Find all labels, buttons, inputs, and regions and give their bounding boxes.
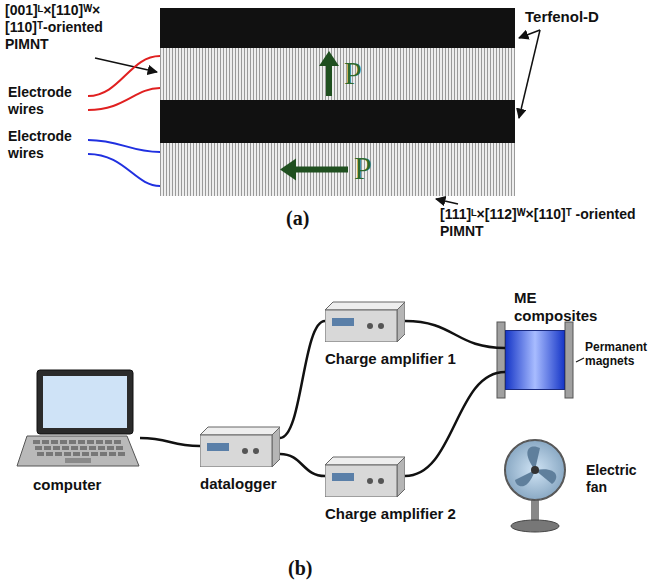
wire-label: Electrode wires xyxy=(8,128,86,162)
leader-line xyxy=(519,30,540,118)
orientation-label: [111]ᴸ×[112]ᵂ×[110]ᵀ -oriented PIMNT xyxy=(440,206,646,240)
amplifier-box: Charge amplifier 1 xyxy=(325,300,405,342)
electrode-wire xyxy=(88,88,160,110)
terfenol-layer xyxy=(160,8,515,48)
pimnt-layer: P xyxy=(160,48,515,100)
device-label: Charge amplifier 1 xyxy=(325,350,456,368)
panel-label: (a) xyxy=(286,206,346,230)
pimnt-layer: P xyxy=(160,143,515,196)
device-label: datalogger xyxy=(200,475,277,493)
electrode-wire xyxy=(88,140,160,152)
panel-label: (b) xyxy=(288,556,348,580)
composite-sample: ME composites xyxy=(505,330,565,390)
device-drawing xyxy=(325,455,405,497)
permanent-magnet xyxy=(497,322,505,398)
cable xyxy=(280,454,325,476)
device-label: ME composites xyxy=(514,289,604,325)
cable xyxy=(280,321,325,438)
part-label: Terfenol-D xyxy=(525,8,635,26)
fan-icon xyxy=(505,440,565,532)
polarization-arrow xyxy=(278,143,350,196)
device-drawing xyxy=(325,300,405,342)
cable xyxy=(405,372,505,476)
part-label: Permanent magnets xyxy=(585,340,649,369)
cable xyxy=(405,321,505,348)
polarization-symbol: P xyxy=(354,149,372,187)
wire-label: Electrode wires xyxy=(8,84,86,118)
leader-line xyxy=(436,199,458,204)
datalogger-box: datalogger xyxy=(200,425,280,467)
laptop-drawing xyxy=(15,368,140,468)
leader-line xyxy=(519,30,540,38)
permanent-magnet xyxy=(565,322,573,398)
electrode-wire xyxy=(88,154,160,186)
device-label: Charge amplifier 2 xyxy=(325,505,456,523)
device-drawing xyxy=(200,425,280,467)
orientation-label: [001]ᴸ×[110]ᵂ× [110]ᵀ-oriented PIMNT xyxy=(5,2,137,52)
terfenol-layer xyxy=(160,100,515,143)
cable xyxy=(140,438,200,446)
amplifier-box: Charge amplifier 2 xyxy=(325,455,405,497)
polarization-symbol: P xyxy=(344,54,362,92)
leader-line xyxy=(95,58,157,72)
polarization-arrow xyxy=(318,48,340,100)
part-label: Electric fan xyxy=(586,462,646,496)
computer-icon: computer xyxy=(15,368,140,468)
leader-line xyxy=(576,358,584,362)
device-label: computer xyxy=(33,476,101,494)
